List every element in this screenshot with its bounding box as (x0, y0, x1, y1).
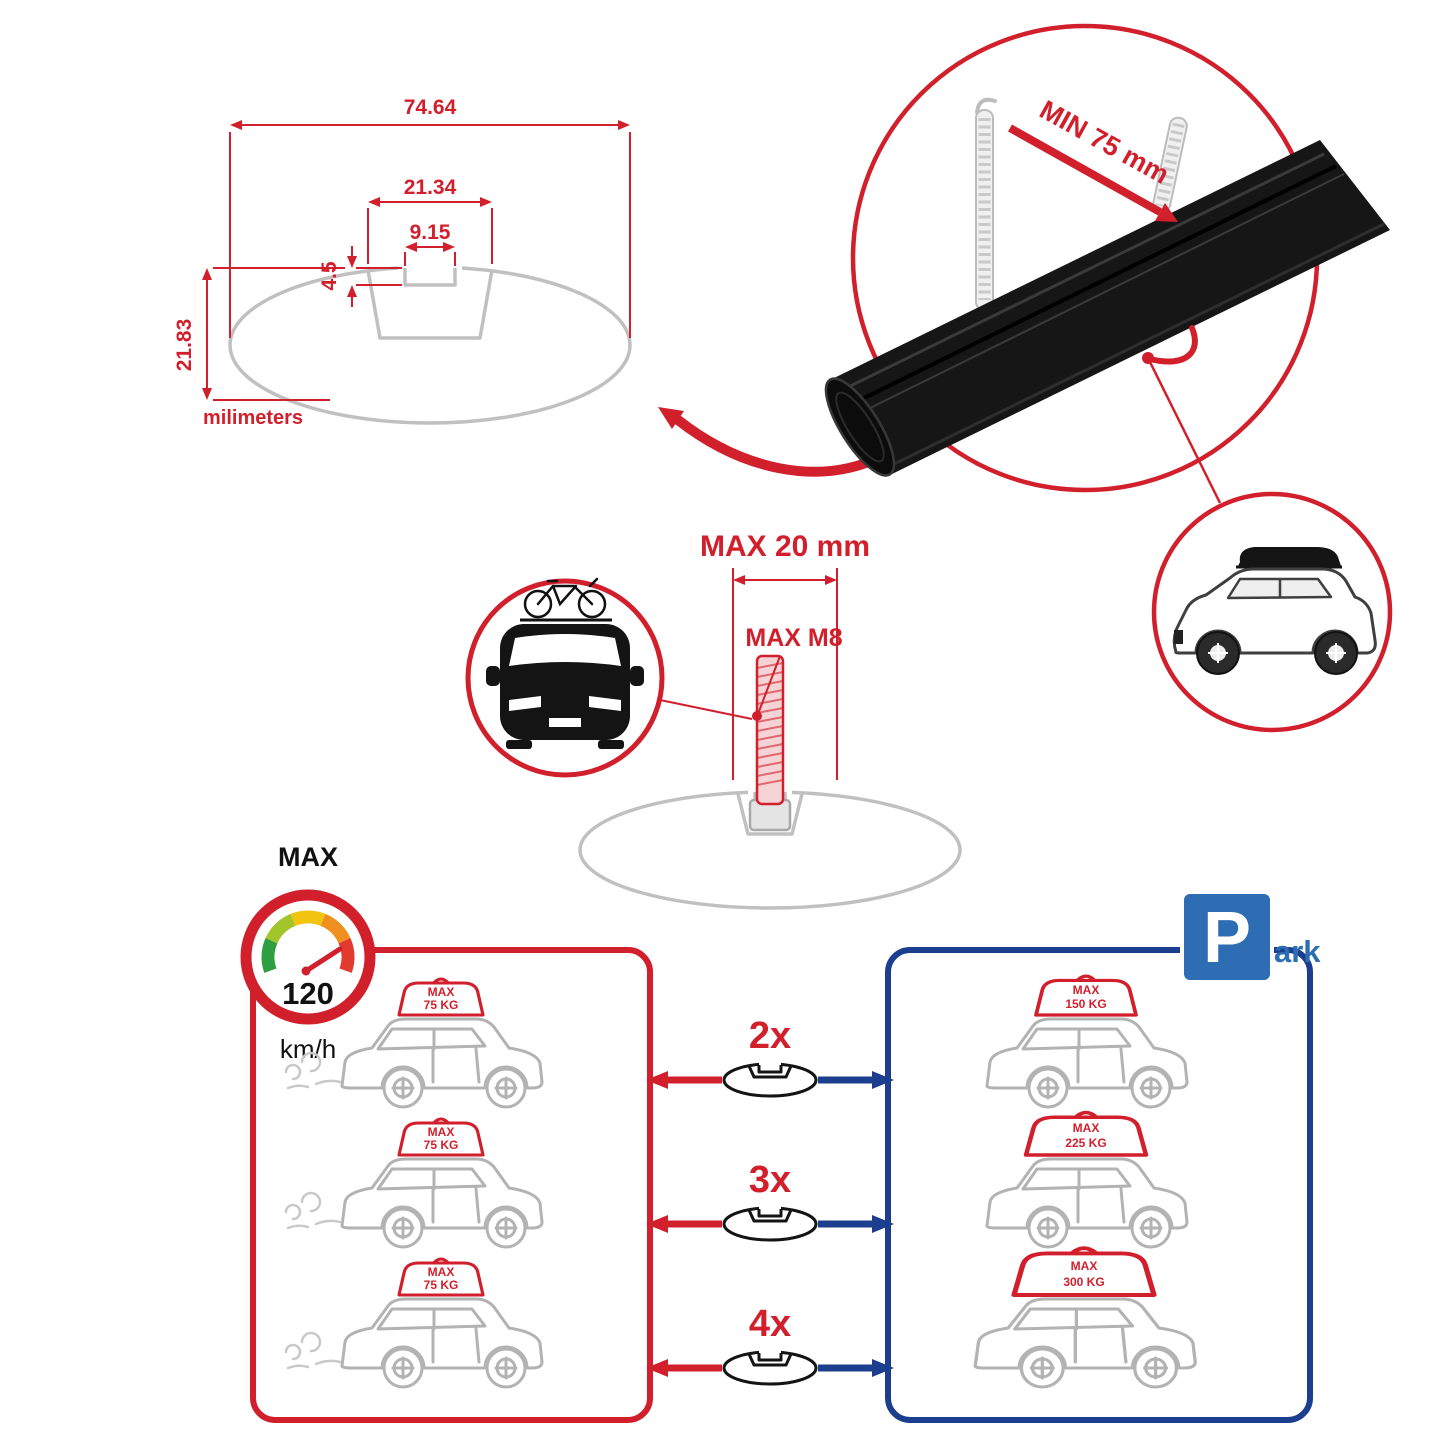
right-arrow-icon (872, 1359, 894, 1377)
cargo-bag-icon: MAX 75 KG (397, 1257, 485, 1297)
left-arrow-icon (646, 1071, 668, 1089)
driving-cars: MAX 75 KG MAX 75 KG MAX 75 KG (284, 977, 544, 1389)
svg-text:225 KG: 225 KG (1065, 1136, 1106, 1150)
bolt-max-length-label: MAX 20 mm (700, 530, 870, 563)
crossbar-count-label: 3x (749, 1159, 791, 1201)
parking-cars: MAX 150 KG MAX 225 KG MAX 300 KG (973, 974, 1197, 1389)
svg-text:MAX: MAX (1073, 983, 1100, 997)
dim-profile-height: 21.83 (173, 319, 196, 372)
units-label: milimeters (203, 407, 303, 429)
crossbar-cross-section-icon (722, 1347, 818, 1386)
car-bike-circle (465, 577, 665, 778)
parking-sign: P ark (1180, 890, 1321, 984)
suv-roofbox-circle (1151, 491, 1393, 733)
crossbar-3d-icon (824, 140, 1390, 477)
speed-max-label: MAX (278, 842, 338, 872)
right-arrow-icon (872, 1215, 894, 1233)
suv-roofbox-icon (1172, 547, 1377, 675)
svg-text:MAX: MAX (428, 985, 455, 999)
crossbar-count-label: 2x (749, 1015, 791, 1057)
config-row-3x: 3x (646, 1159, 894, 1242)
svg-text:150 KG: 150 KG (1065, 997, 1106, 1011)
right-arrow-icon (872, 1071, 894, 1089)
detail-arrow (658, 407, 883, 477)
svg-text:MAX: MAX (428, 1125, 455, 1139)
speed-value: 120 (282, 976, 334, 1011)
crossbar-cross-section-diagram: 74.64 21.34 9.15 4.5 21.83 mil (173, 96, 632, 429)
clamp-hook-icon (1142, 325, 1222, 504)
bolt-max-thread-label: MAX M8 (745, 624, 842, 652)
bolt-spec-diagram: MAX 20 mm MAX M8 (578, 530, 962, 910)
left-arrow-icon (646, 1215, 668, 1233)
dim-slot-width: 9.15 (410, 221, 451, 244)
parking-sign-square (1180, 890, 1274, 984)
crossbar-cross-section-icon (722, 1203, 818, 1242)
svg-text:75 KG: 75 KG (424, 1278, 459, 1292)
cargo-bag-icon: MAX 75 KG (397, 977, 485, 1017)
crossbar-3d-detail-circle: MIN 75 mm (824, 23, 1390, 504)
svg-text:75 KG: 75 KG (424, 998, 459, 1012)
bolt-icon (755, 654, 785, 806)
svg-text:MAX: MAX (1071, 1259, 1098, 1273)
cargo-bag-icon: MAX 225 KG (1026, 1113, 1146, 1155)
svg-text:75 KG: 75 KG (424, 1138, 459, 1152)
left-arrow-icon (646, 1359, 668, 1377)
svg-text:MAX: MAX (428, 1265, 455, 1279)
profile-channel (366, 269, 494, 340)
car-front-bike-icon (486, 577, 644, 749)
svg-text:300 KG: 300 KG (1063, 1275, 1104, 1289)
cargo-bag-icon: MAX 300 KG (1014, 1248, 1154, 1295)
crossbar-cross-section-icon (722, 1059, 818, 1098)
svg-text:MAX: MAX (1073, 1121, 1100, 1135)
cargo-bag-icon: MAX 75 KG (397, 1117, 485, 1157)
config-row-2x: 2x (646, 1015, 894, 1098)
speedometer-icon: MAX 120 km/h (240, 842, 376, 1064)
profile-slot (403, 268, 457, 287)
dim-channel-width: 21.34 (404, 176, 457, 199)
config-row-4x: 4x (646, 1303, 894, 1386)
dim-slot-depth: 4.5 (318, 261, 341, 291)
parking-sign-suffix: ark (1274, 934, 1321, 969)
crossbar-count-label: 4x (749, 1303, 791, 1345)
cargo-bag-icon: MAX 150 KG (1034, 974, 1138, 1017)
dim-total-width: 74.64 (404, 96, 457, 119)
speed-unit: km/h (280, 1034, 336, 1064)
threaded-rod-left-icon (975, 97, 997, 311)
parking-sign-letter: P (1203, 898, 1251, 978)
